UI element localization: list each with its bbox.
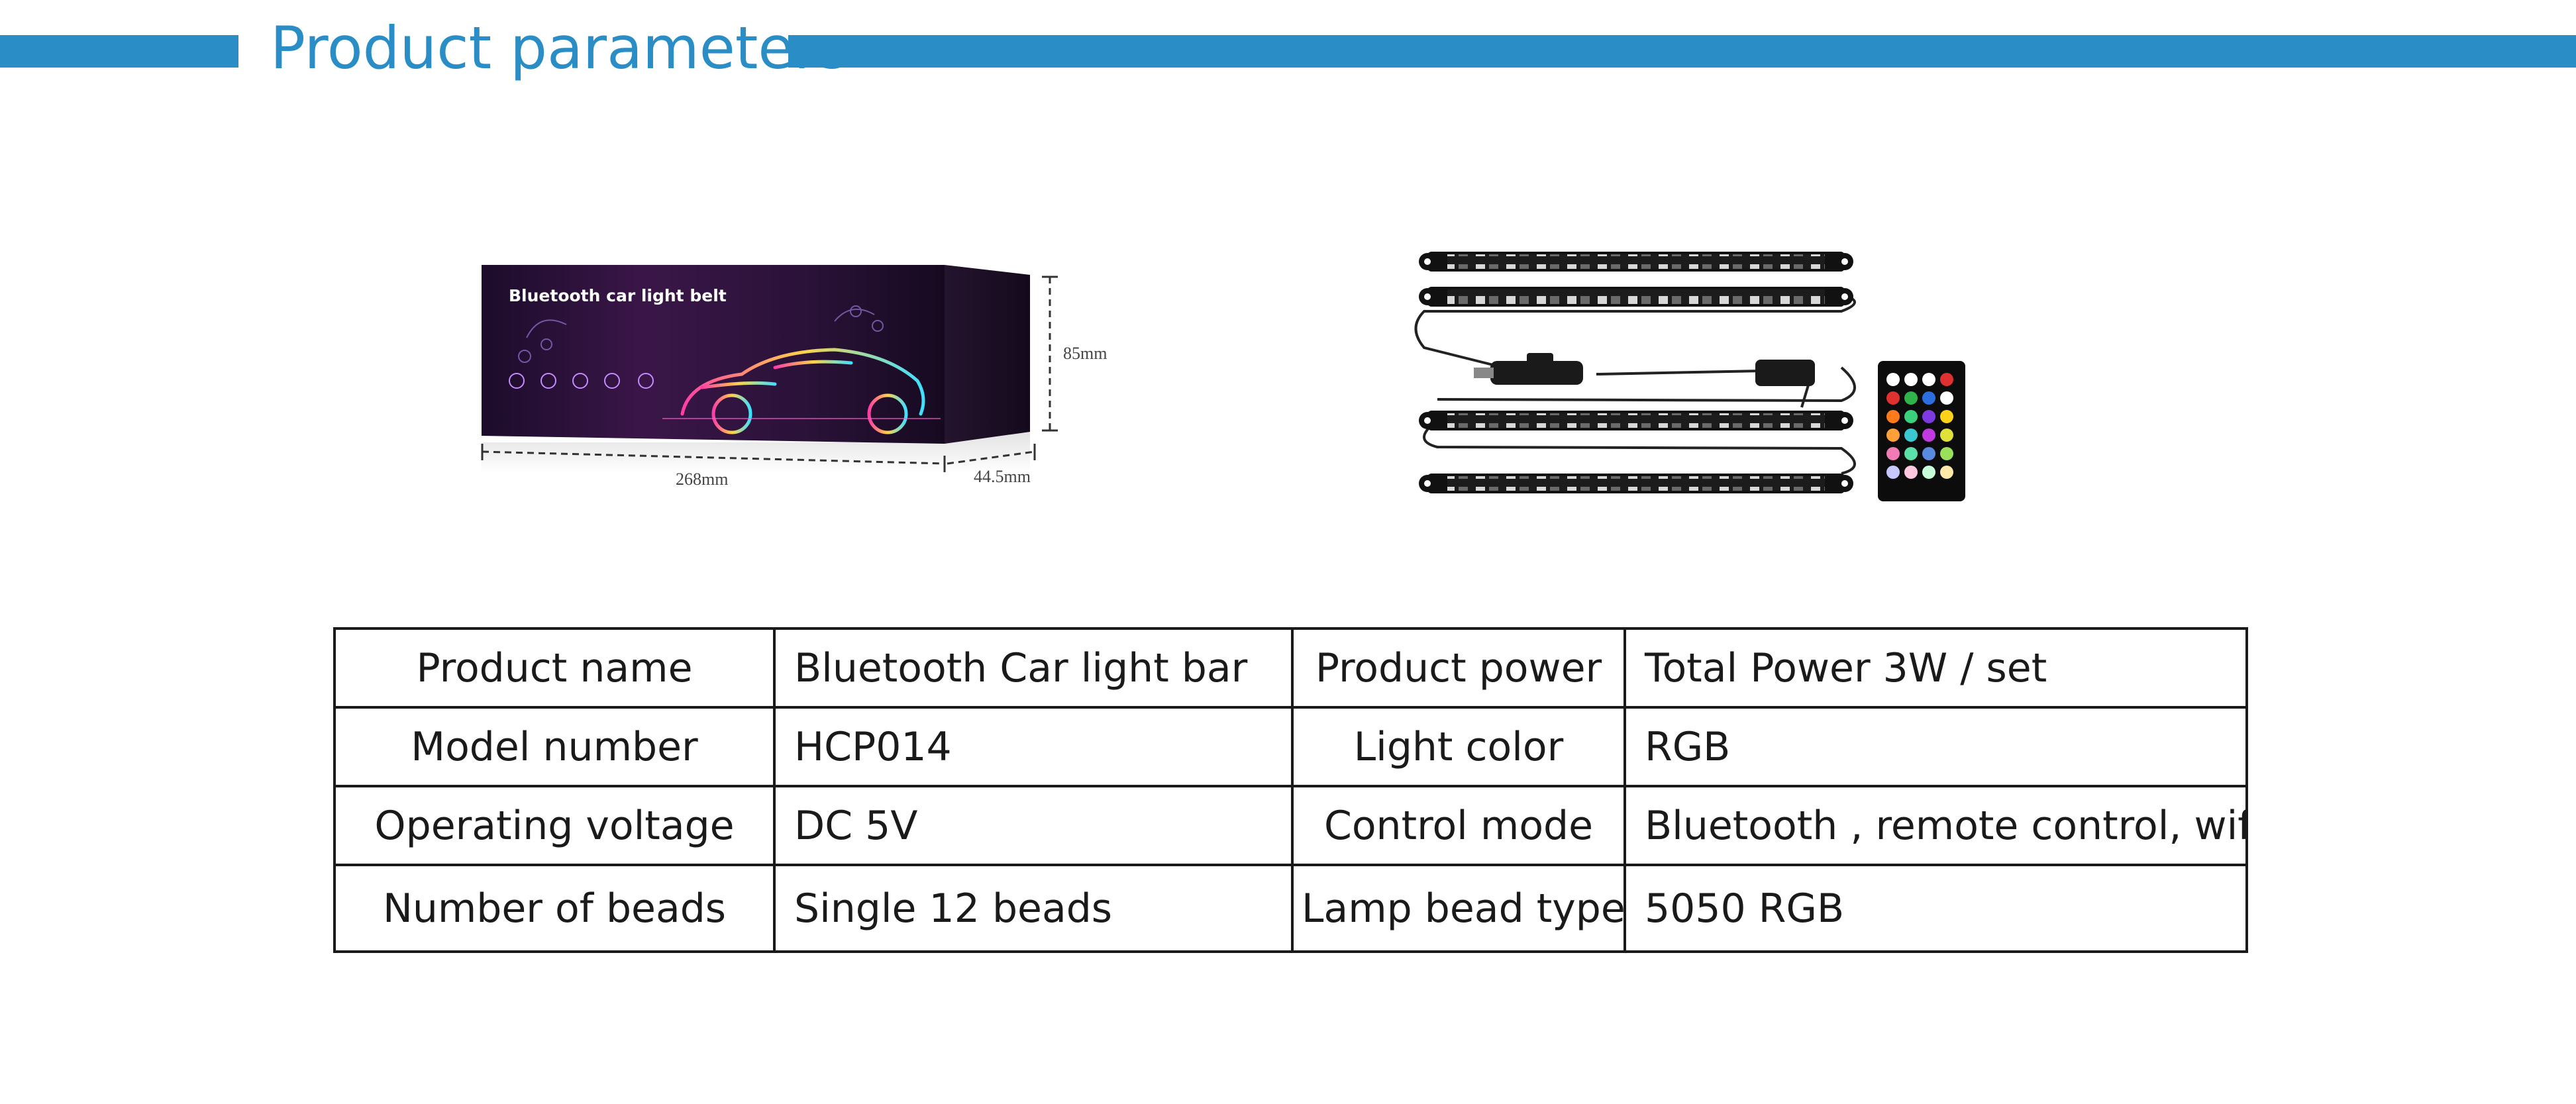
- box-height-label: 85mm: [1063, 344, 1107, 363]
- box-label: Bluetooth car light belt: [509, 286, 727, 305]
- page-title: Product parameters: [270, 14, 849, 82]
- table-row: Operating voltage DC 5V Control mode Blu…: [333, 785, 2248, 866]
- product-box-image: Bluetooth car light belt: [464, 245, 1139, 510]
- param-value: Bluetooth Car light bar: [773, 627, 1294, 709]
- param-label: Control mode: [1291, 785, 1626, 866]
- light-strip-kit-image: [1411, 228, 1981, 520]
- param-value: DC 5V: [773, 785, 1294, 866]
- param-value: HCP014: [773, 706, 1294, 787]
- header-bar-left: [0, 35, 238, 68]
- param-value: Bluetooth , remote control, wifi: [1623, 785, 2248, 866]
- param-label: Product power: [1291, 627, 1626, 709]
- param-label: Product name: [333, 627, 776, 709]
- table-row: Number of beads Single 12 beads Lamp bea…: [333, 864, 2248, 953]
- param-value: Single 12 beads: [773, 864, 1294, 953]
- header-bar-right: [788, 35, 2576, 68]
- param-value: RGB: [1623, 706, 2248, 787]
- param-label: Light color: [1291, 706, 1626, 787]
- product-parameters-table: Product name Bluetooth Car light bar Pro…: [333, 627, 2248, 953]
- box-length-label: 268mm: [676, 470, 728, 489]
- param-value: 5050 RGB: [1623, 864, 2248, 953]
- table-row: Model number HCP014 Light color RGB: [333, 706, 2248, 787]
- param-label: Operating voltage: [333, 785, 776, 866]
- box-width-label: 44.5mm: [974, 467, 1031, 486]
- param-label: Lamp bead type: [1291, 864, 1626, 953]
- param-value: Total Power 3W / set: [1623, 627, 2248, 709]
- table-row: Product name Bluetooth Car light bar Pro…: [333, 627, 2248, 709]
- param-label: Model number: [333, 706, 776, 787]
- param-label: Number of beads: [333, 864, 776, 953]
